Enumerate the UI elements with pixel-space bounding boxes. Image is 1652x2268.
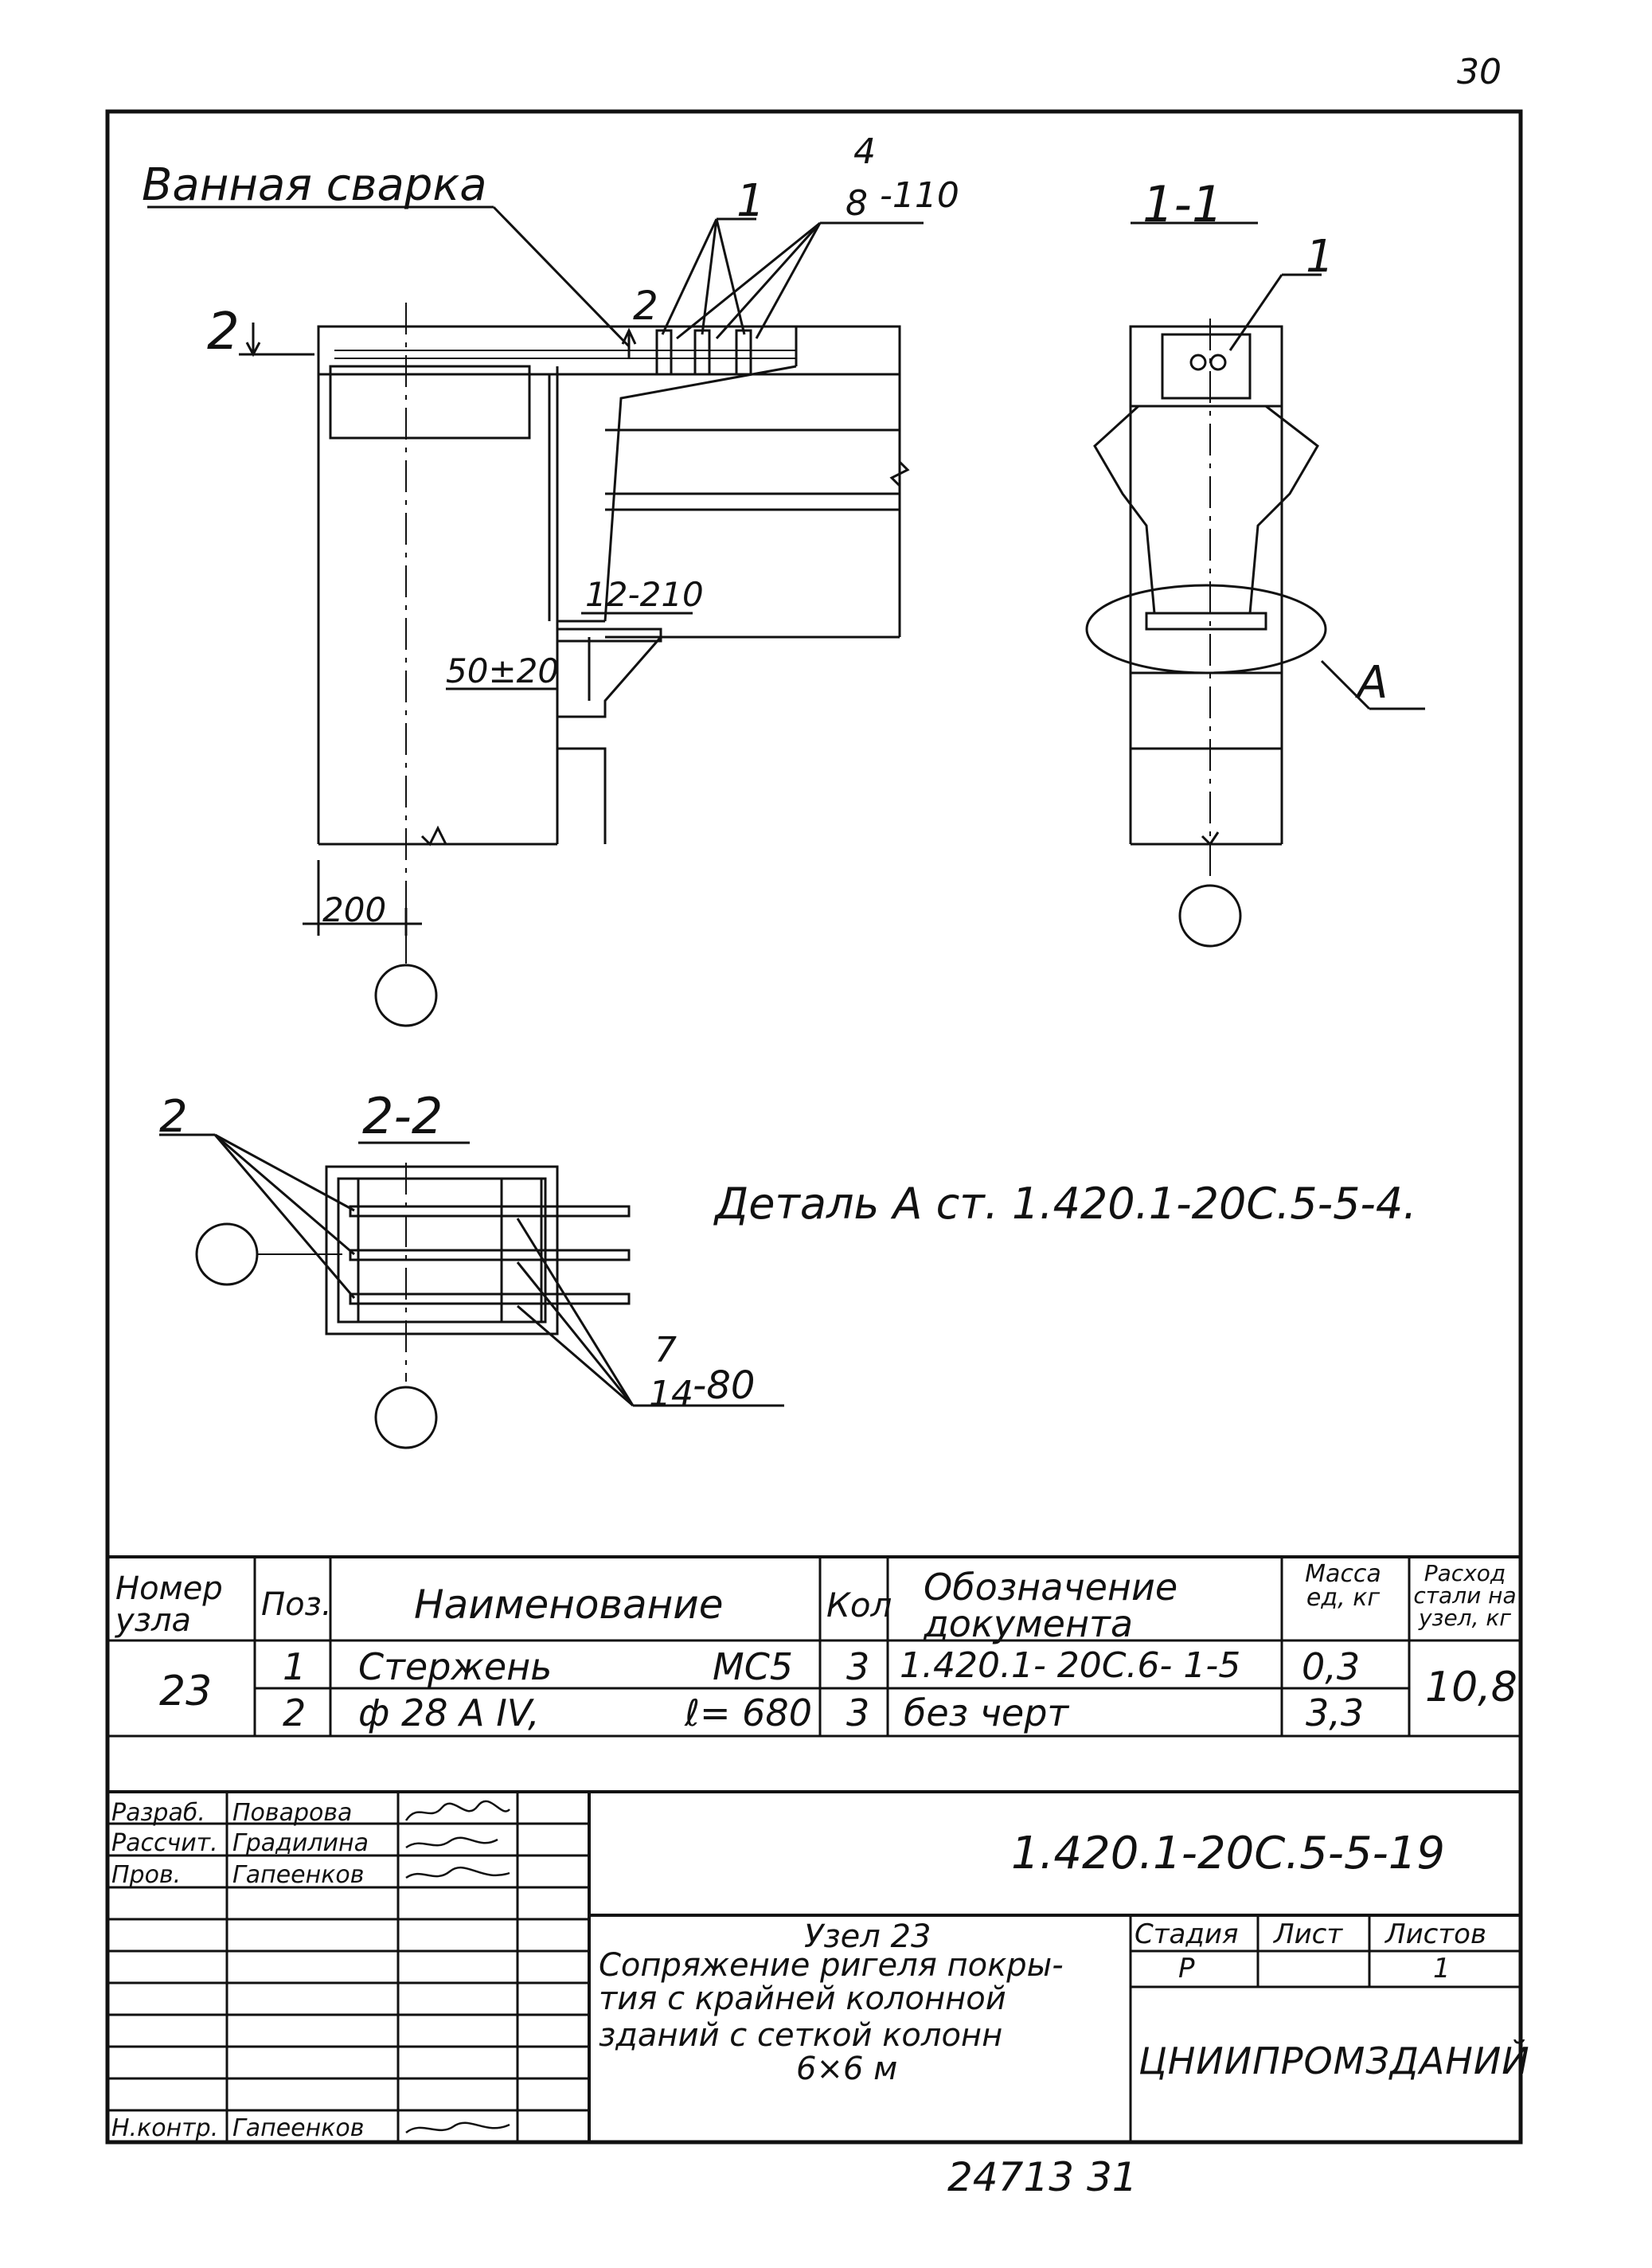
section-1-1-callout: 1 <box>1306 231 1334 283</box>
row2-qty: 3 <box>846 1691 870 1734</box>
rebar-fraction-suffix: -110 <box>880 175 959 216</box>
name-norm-control: Гапеенков <box>232 2114 365 2142</box>
stage-header: Стадия <box>1135 1918 1239 1950</box>
stage-value: Р <box>1178 1953 1195 1984</box>
role-norm-control: Н.контр. <box>111 2114 219 2142</box>
row1-doc: 1.420.1- 20С.6- 1-5 <box>900 1645 1241 1686</box>
row2-name: ф 28 А IV, <box>358 1691 540 1734</box>
weld2-fraction-bottom: 14 <box>649 1374 693 1414</box>
section-2-2-title: 2-2 <box>362 1087 443 1145</box>
dim-200: 200 <box>322 890 387 929</box>
title-block-lines <box>107 1792 1521 2142</box>
rebar-fraction-bottom: 8 <box>846 183 868 224</box>
row1-mark: МС5 <box>713 1645 794 1688</box>
signature-checked <box>405 1866 510 1879</box>
drawing-frame <box>105 109 1523 2145</box>
row1-name: Стержень <box>358 1645 553 1688</box>
detail-a-label: А <box>1357 657 1388 709</box>
sheets-value: 1 <box>1433 1953 1451 1984</box>
document-code: 1.420.1-20С.5-5-19 <box>1011 1828 1446 1879</box>
name-checked: Гапеенков <box>232 1861 365 1889</box>
name-developer: Поварова <box>232 1799 353 1827</box>
spec-table-lines <box>107 1555 1521 1793</box>
row2-mark: ℓ= 680 <box>685 1691 812 1734</box>
row2-doc: без черт <box>904 1691 1069 1734</box>
detail-reference: Деталь А ст. 1.420.1-20С.5-5-4. <box>715 1179 1417 1229</box>
header-name: Наименование <box>414 1582 724 1628</box>
section-1-1 <box>1085 221 1425 948</box>
header-pos: Поз. <box>261 1586 332 1623</box>
row2-pos: 2 <box>283 1691 307 1734</box>
row2-mass: 3,3 <box>1306 1691 1365 1734</box>
section-2-2 <box>159 1133 784 1449</box>
node-number: 23 <box>159 1668 213 1715</box>
main-elevation <box>147 205 924 1027</box>
row1-qty: 3 <box>846 1645 870 1688</box>
dim-12-210: 12-210 <box>585 575 704 614</box>
section-cut-mark: 2 <box>207 303 240 362</box>
role-calculated: Рассчит. <box>111 1829 218 1857</box>
name-calculated: Градилина <box>232 1829 369 1857</box>
steel-total: 10,8 <box>1425 1664 1517 1711</box>
title-line-4: зданий с сеткой колонн <box>599 2017 1003 2054</box>
role-checked: Пров. <box>111 1861 182 1889</box>
role-developer: Разраб. <box>111 1799 205 1827</box>
sheet-header: Лист <box>1274 1918 1343 1950</box>
title-line-5: 6×6 м <box>796 2051 898 2087</box>
signature-norm-control <box>405 2121 510 2134</box>
dim-50-20: 50±20 <box>446 651 560 690</box>
section-1-1-title: 1-1 <box>1142 175 1224 233</box>
header-qty: Кол <box>826 1586 892 1625</box>
row1-pos: 1 <box>283 1645 307 1688</box>
row1-mass: 0,3 <box>1302 1645 1361 1688</box>
weld2-suffix: -80 <box>693 1363 756 1408</box>
header-doc: Обозначение документа <box>924 1566 1178 1645</box>
weld-label: Ванная сварка <box>142 159 487 211</box>
header-mass: Масса ед, кг <box>1305 1560 1381 1612</box>
title-line-3: тия с крайней колонной <box>599 1981 1006 2017</box>
sheets-header: Листов <box>1385 1918 1487 1950</box>
signature-developer <box>404 1800 510 1821</box>
header-steel: Расход стали на узел, кг <box>1413 1560 1517 1631</box>
signature-calculated <box>405 1836 498 1849</box>
organization-name: ЦНИИПРОМЗДАНИЙ <box>1138 2039 1530 2082</box>
pos1-callout: 1 <box>736 175 765 227</box>
title-line-2: Сопряжение ригеля покры- <box>599 1947 1064 1984</box>
pos2-callout: 2 <box>159 1091 188 1143</box>
page-number: 30 <box>1457 52 1502 92</box>
rebar-fraction-top: 4 <box>853 131 876 172</box>
title-line-1: Узел 23 <box>804 1918 931 1955</box>
section-cut-mark-2: 2 <box>633 283 658 329</box>
footer-number: 24713 31 <box>947 2154 1138 2200</box>
weld2-fraction-top: 7 <box>654 1330 677 1371</box>
header-node: Номер узла <box>115 1570 223 1639</box>
